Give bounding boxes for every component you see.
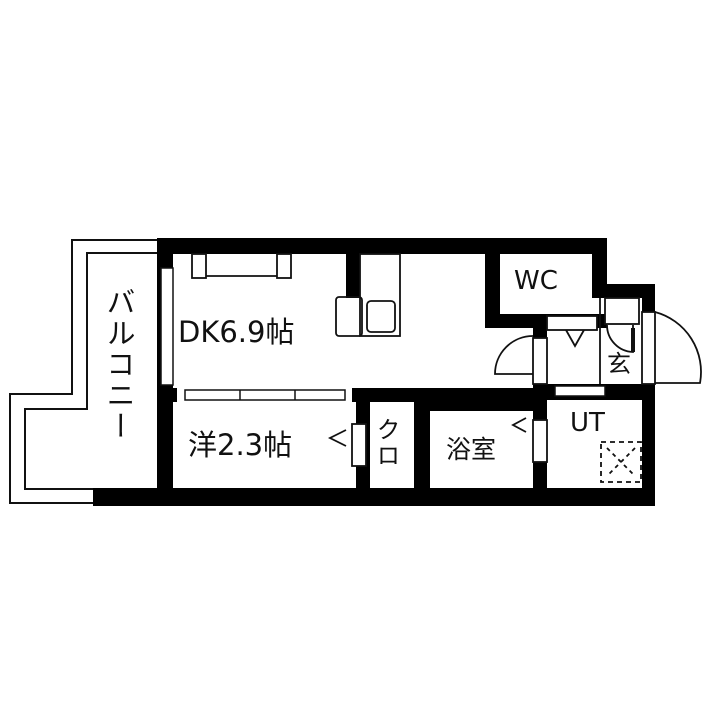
room-label-closet: クロ bbox=[372, 417, 400, 469]
room-label-wc: WC bbox=[514, 266, 558, 296]
room-label-western-room: 洋2.3帖 bbox=[188, 428, 293, 462]
room-label-entrance: 玄 bbox=[607, 350, 631, 378]
room-label-bathroom: 浴室 bbox=[446, 435, 497, 464]
room-label-dk: DK6.9帖 bbox=[178, 315, 295, 349]
room-label-utility: UT bbox=[570, 408, 605, 438]
doors bbox=[327, 297, 702, 483]
room-label-balcony: バルコニー bbox=[102, 287, 136, 442]
balcony-outline bbox=[9, 239, 157, 504]
fixtures bbox=[191, 253, 401, 337]
windows bbox=[160, 267, 606, 401]
